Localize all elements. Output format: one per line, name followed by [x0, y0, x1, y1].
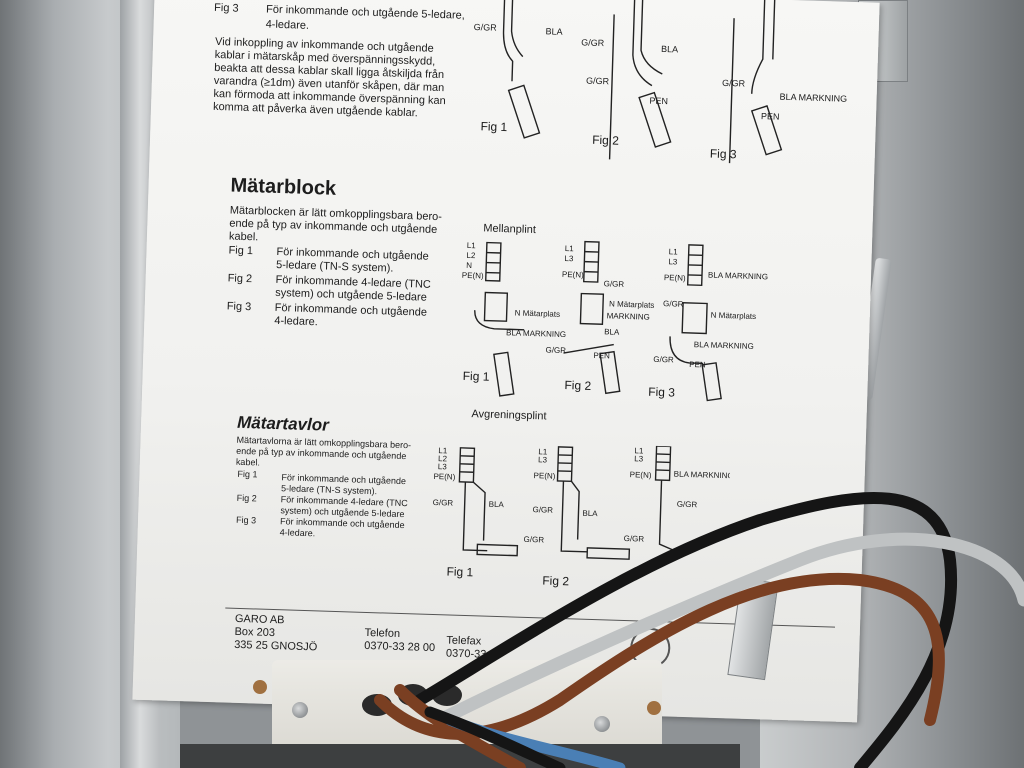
diagram-label: PEN — [689, 360, 706, 370]
diagram-label: PE(N) — [664, 273, 686, 283]
diagram-label: BLA MARKNING — [708, 271, 768, 282]
diagram-label: L3 — [668, 257, 678, 266]
diagram-label: L3 — [438, 462, 448, 471]
rivet — [647, 701, 661, 715]
diagram-label: PEN — [593, 351, 610, 361]
diagram-label: BLA MARKNING — [506, 328, 566, 339]
diagram-label: G/GR — [663, 299, 684, 309]
diagram-label: G/GR — [604, 279, 625, 289]
diagram-label: G/GR — [586, 76, 610, 87]
diagram-label: L3 — [634, 454, 644, 463]
diagram-label: PE(N) — [630, 470, 652, 480]
diagram-label: N Mätarplats — [609, 299, 655, 309]
diagram-label: BLA — [604, 327, 620, 336]
diagram-label: L2 — [438, 454, 448, 463]
diagram-label: G/GR — [653, 355, 674, 365]
fig-caption: Fig 1 — [480, 119, 507, 134]
diagram-label: N Mätarplats — [711, 311, 757, 321]
screw-head — [594, 716, 610, 732]
diagram-label: G/GR — [532, 505, 553, 515]
fig-caption: Fig 3 — [648, 385, 675, 400]
rivet — [253, 680, 267, 694]
diagram-label: PEN — [649, 96, 668, 107]
diagram-label: N — [466, 261, 472, 270]
fig-caption: Fig 2 — [564, 378, 591, 393]
matartavlor-wiring-diagrams: L1 L2 L3 PE(N) G/GR BLA L1 L3 PE(N) G/GR… — [426, 439, 734, 598]
screw-head — [292, 702, 308, 718]
diagram-label: BLA — [489, 500, 505, 509]
diagram-label: BLA MARKNING — [694, 340, 754, 351]
diagram-label: PE(N) — [533, 471, 555, 481]
diagram-label: L1 — [634, 446, 644, 455]
diagram-label: MARKNING — [607, 311, 650, 321]
cable-black — [424, 706, 566, 768]
cable-grey — [433, 532, 1024, 727]
diagram-label: BLA — [582, 509, 598, 518]
diagram-label: BLA — [661, 44, 678, 55]
fig-caption: Fig 2 — [592, 133, 619, 148]
fig-caption: Fig 3 — [710, 147, 737, 162]
diagram-label: L3 — [564, 254, 574, 263]
diagram-label: PEN — [761, 111, 780, 122]
diagram-label: G/GR — [433, 498, 454, 508]
diagram-label: L1 — [538, 447, 548, 456]
cable-brown — [394, 684, 526, 768]
diagram-label: G/GR — [624, 534, 645, 544]
instruction-sheet: Fig 3 För inkommande och utgående 5-leda… — [132, 0, 880, 723]
diagram-label: BLA — [545, 26, 562, 37]
diagram-label: G/GR — [545, 345, 566, 355]
diagram-label: L1 — [669, 247, 679, 256]
diagram-label: BLA MARKNING — [674, 470, 731, 481]
diagram-label: PE(N) — [462, 271, 484, 281]
matarblock-wiring-diagrams: L1 L2 N PE(N) N Mätarplats BLA MARKNING … — [452, 230, 777, 415]
diagram-label: G/GR — [523, 535, 544, 545]
cabinet-bottom-shadow — [180, 744, 740, 768]
cable-black — [414, 492, 958, 768]
diagram-label: BLA MARKNING — [779, 92, 847, 104]
diagram-label: L1 — [565, 244, 575, 253]
diagram-label: PE(N) — [433, 472, 455, 482]
fig-caption: Fig 1 — [462, 369, 489, 384]
diagram-label: G/GR — [677, 500, 698, 510]
diagram-label: L3 — [538, 455, 548, 464]
top-wiring-diagrams: G/GR BLA G/GR BLA G/GR PEN G/GR BLA MARK… — [460, 0, 885, 173]
diagram-label: G/GR — [722, 78, 746, 89]
diagram-label: L2 — [466, 251, 476, 260]
diagram-label: PE(N) — [562, 270, 584, 280]
diagram-label: L1 — [467, 241, 477, 250]
diagram-label: G/GR — [474, 22, 498, 33]
diagram-label: L1 — [438, 446, 448, 455]
diagram-label: G/GR — [581, 37, 605, 48]
fig-caption: Fig 1 — [446, 564, 473, 579]
fig-caption: Fig 2 — [542, 573, 569, 588]
diagram-label: N Mätarplats — [515, 308, 561, 318]
